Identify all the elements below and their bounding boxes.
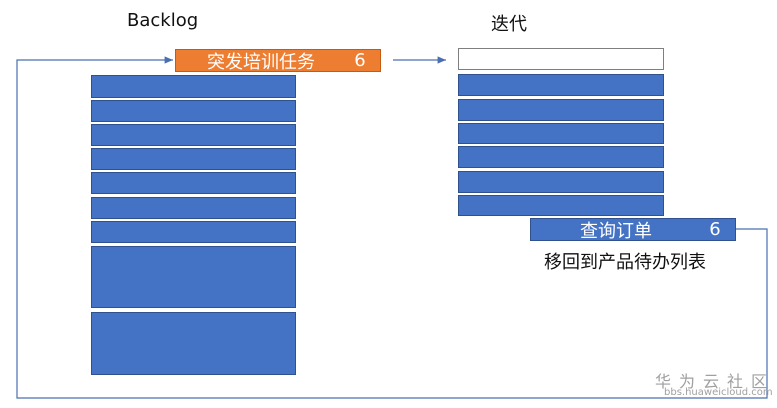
task-points: 6 (709, 219, 721, 240)
watermark-url: bbs.huaweicloud.com (664, 387, 773, 398)
task-name: 查询订单 (580, 220, 652, 242)
incoming-task-card[interactable]: 突发培训任务 6 (175, 49, 381, 73)
iteration-empty-slot[interactable] (458, 48, 664, 70)
task-name: 突发培训任务 (207, 51, 315, 73)
iteration-item[interactable] (458, 99, 664, 121)
iteration-title: 迭代 (491, 14, 527, 35)
iteration-item[interactable] (458, 171, 664, 193)
watermark-brand: 华为云社区 (655, 372, 776, 391)
backlog-title: Backlog (127, 10, 199, 31)
iteration-item[interactable] (458, 195, 664, 216)
backlog-item[interactable] (91, 221, 296, 243)
backlog-item[interactable] (91, 100, 296, 122)
iteration-item[interactable] (458, 146, 664, 168)
iteration-item[interactable] (458, 123, 664, 144)
removed-task-card[interactable]: 查询订单 6 (530, 218, 736, 242)
backlog-item[interactable] (91, 246, 296, 308)
backlog-item[interactable] (91, 124, 296, 146)
backlog-item[interactable] (91, 75, 296, 98)
return-arrow (16, 56, 768, 399)
backlog-item[interactable] (91, 312, 296, 375)
task-points: 6 (354, 50, 366, 71)
backlog-item[interactable] (91, 197, 296, 219)
backlog-item[interactable] (91, 172, 296, 194)
move-back-caption: 移回到产品待办列表 (544, 252, 706, 273)
backlog-item[interactable] (91, 148, 296, 170)
iteration-item[interactable] (458, 74, 664, 96)
